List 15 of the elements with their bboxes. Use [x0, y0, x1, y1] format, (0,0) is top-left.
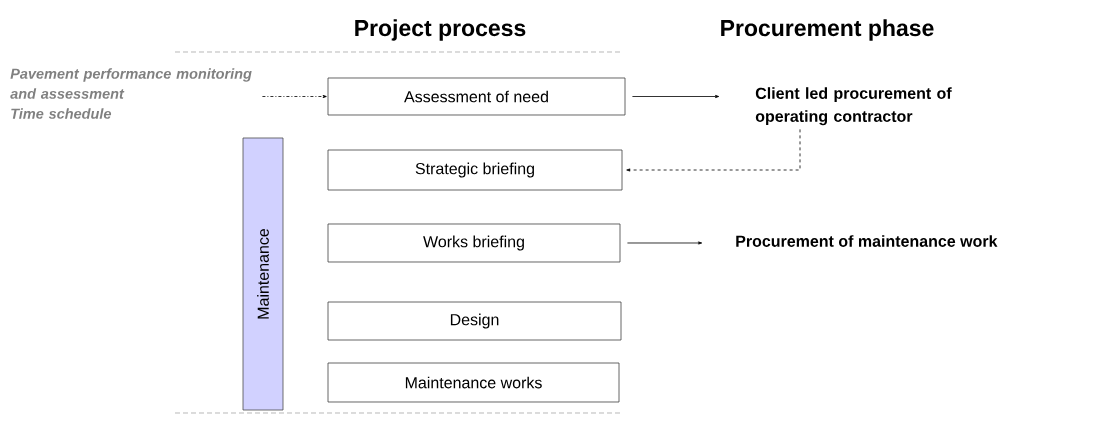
column-heading: Procurement phase [721, 19, 934, 41]
arrow [627, 241, 703, 245]
process-box: Assessment of need [327, 77, 626, 116]
process-box: Design [327, 301, 622, 341]
process-box: Works briefing [327, 223, 621, 263]
arrow [262, 94, 327, 99]
process-box: Maintenance works [327, 362, 620, 403]
process-box: Strategic briefing [327, 149, 623, 191]
arrow [626, 129, 801, 172]
outcome-text: Client led procurement of operating contractor [755, 87, 952, 126]
maintenance-band: Maintenance [242, 137, 284, 411]
column-heading: Project process [355, 19, 526, 41]
outcome-text: Procurement of maintenance work [736, 235, 998, 247]
input-note: Pavement performance monitoring and assessment Time schedule [10, 68, 252, 119]
arrow [632, 94, 720, 99]
